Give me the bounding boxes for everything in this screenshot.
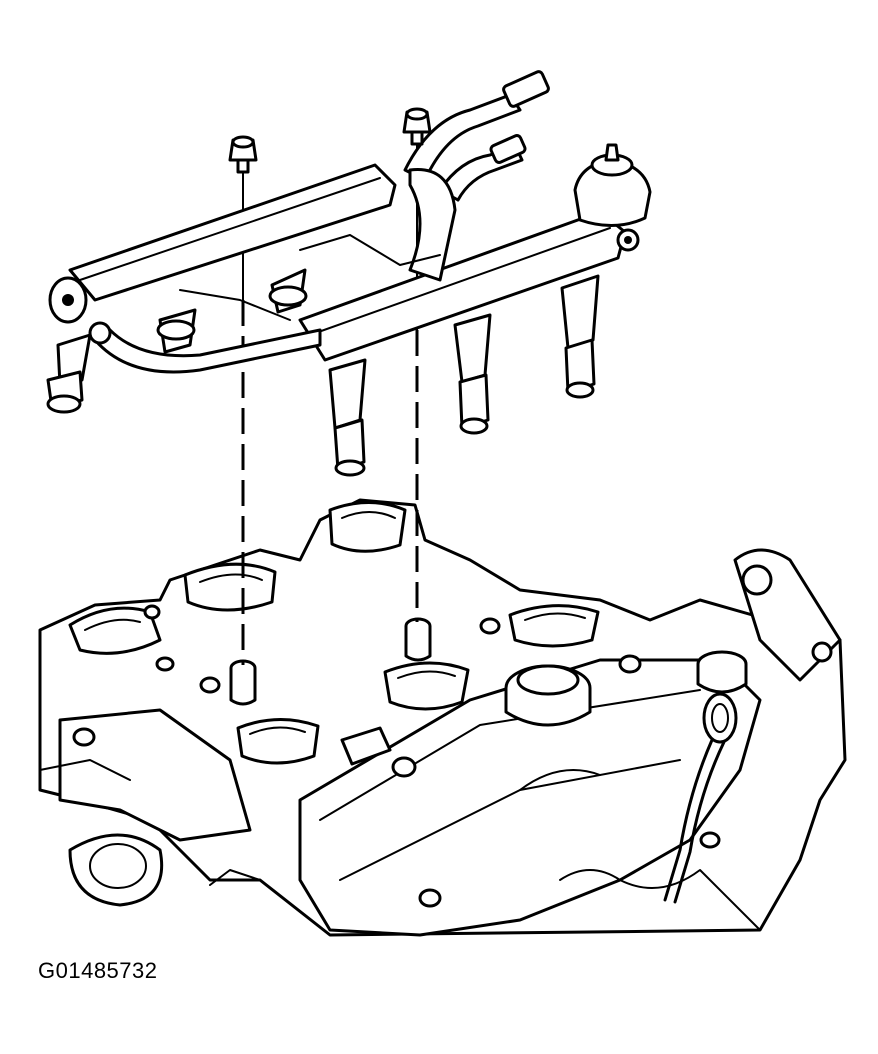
exhaust-manifold (39, 708, 252, 907)
rear-fuel-rail (68, 163, 397, 302)
lifting-bracket (733, 548, 842, 682)
fuel-rail-assembly (46, 70, 652, 477)
sensor-connector (340, 726, 392, 766)
fuel-injectors (46, 268, 600, 477)
valve-cover (298, 658, 762, 937)
fuel-injector (46, 333, 92, 414)
oil-dipstick (663, 692, 738, 904)
fuel-rail-installation-diagram (38, 70, 847, 937)
figure-identifier: G01485732 (38, 958, 158, 983)
intake-ports (68, 501, 600, 765)
rear-rail-end (48, 276, 112, 345)
fuel-injector (453, 313, 492, 435)
oil-filler-cap (504, 664, 592, 727)
fuel-injector (328, 358, 367, 477)
crossover-tube (93, 328, 322, 374)
fuel-injector (156, 308, 197, 354)
engine-bolts (72, 604, 721, 908)
fuel-rail-bolts (228, 107, 432, 174)
engine-plug (696, 650, 748, 694)
rail-mount-bosses (229, 617, 432, 706)
right-mounting-bolt (402, 107, 432, 146)
fuel-injector (560, 274, 600, 399)
fuel-supply-lines (403, 70, 550, 202)
left-mounting-bolt (228, 135, 258, 174)
fuel-pressure-regulator (573, 143, 652, 252)
engine-assembly (38, 498, 847, 937)
rail-bracket (408, 168, 457, 282)
fuel-injector (268, 268, 308, 314)
